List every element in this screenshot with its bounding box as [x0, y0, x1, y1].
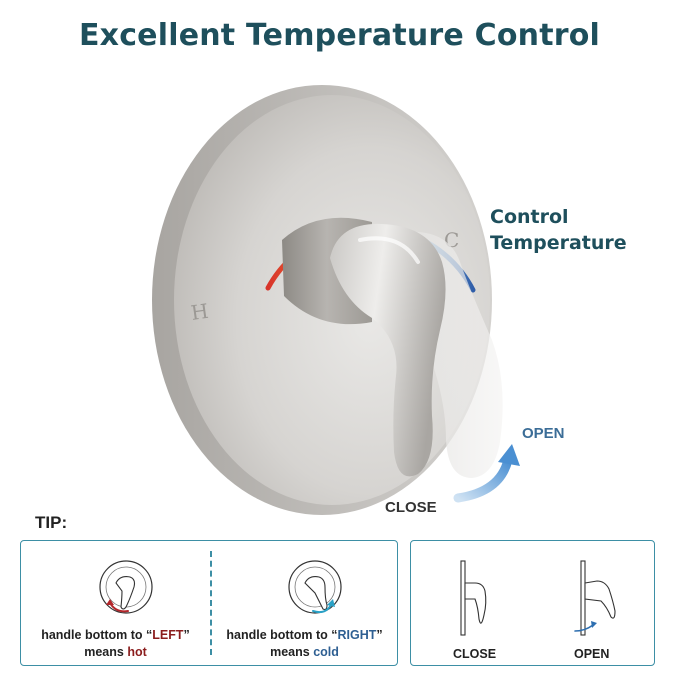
open-arrow	[453, 455, 513, 503]
faucet-illustration: H C	[152, 85, 520, 515]
open-position-label: OPEN	[574, 647, 610, 661]
tip-direction-box: handle bottom to “LEFT” means hot handle…	[20, 540, 398, 666]
handle-lever	[330, 223, 446, 477]
left-hint-caption: handle bottom to “LEFT” means hot	[41, 628, 190, 659]
handle-left-diagram	[99, 560, 153, 614]
open-label: OPEN	[522, 425, 565, 442]
handle-open-side-icon	[574, 560, 616, 636]
control-temperature-label: Control Temperature	[490, 206, 627, 254]
open-arrow-head	[498, 444, 520, 466]
close-position-label: CLOSE	[453, 647, 497, 661]
page-title: Excellent Temperature Control	[78, 18, 601, 53]
tip-heading: TIP:	[35, 513, 68, 532]
hot-mark: H	[189, 299, 210, 325]
handle-right-diagram	[288, 560, 342, 614]
tip-position-box: CLOSE OPEN	[410, 540, 655, 666]
right-hint-caption: handle bottom to “RIGHT” means cold	[226, 628, 383, 659]
tip-divider	[210, 551, 212, 655]
close-label: CLOSE	[385, 499, 437, 516]
handle-close-side-icon	[460, 560, 487, 636]
